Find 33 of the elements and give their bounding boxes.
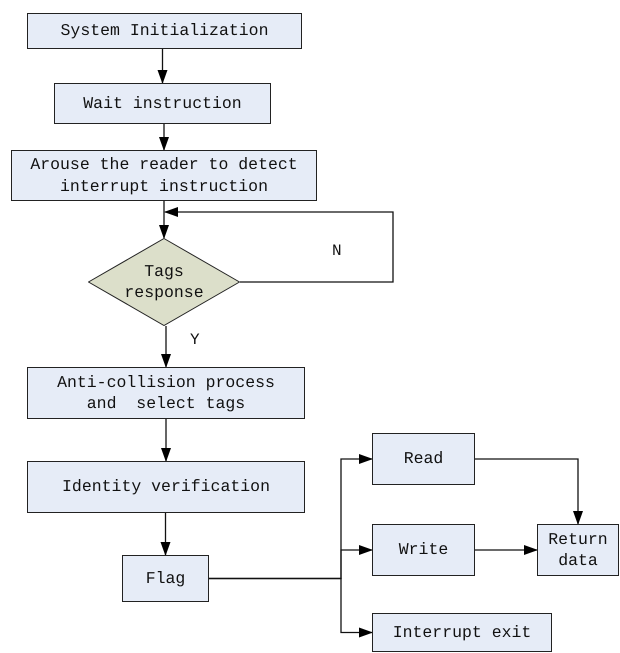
node-text: Read (404, 448, 444, 470)
process-box (27, 13, 302, 49)
arrow (160, 513, 170, 556)
node-text: Tags response (123, 260, 205, 304)
arrow (159, 212, 169, 239)
process-box (372, 433, 475, 485)
process-box (372, 613, 552, 652)
node-text: Identity verification (62, 476, 270, 498)
arrow (475, 458, 583, 525)
arrow (161, 419, 171, 462)
process-box (537, 524, 619, 576)
node-text: Arouse the reader to detect interrupt instruction (29, 154, 299, 197)
line (163, 201, 165, 212)
node-text: Return data (547, 528, 609, 572)
arrow (159, 124, 169, 151)
arrow (161, 326, 171, 368)
node-text: System Initialization (60, 20, 268, 42)
process-box (11, 150, 317, 201)
process-box (27, 367, 305, 419)
node-text: Write (398, 539, 448, 561)
arrow (158, 49, 168, 84)
process-box (27, 461, 305, 513)
node-text: Anti-collision process and select tags (56, 372, 276, 414)
arrow (209, 578, 373, 638)
arrow (475, 545, 538, 555)
process-box (54, 83, 271, 124)
decision-diamond (88, 238, 240, 326)
process-box (372, 524, 475, 576)
arrow (164, 207, 394, 283)
process-box (122, 555, 209, 602)
node-text: Flag (146, 568, 186, 590)
node-text: Wait instruction (83, 92, 242, 114)
node-text: Interrupt exit (392, 622, 532, 644)
